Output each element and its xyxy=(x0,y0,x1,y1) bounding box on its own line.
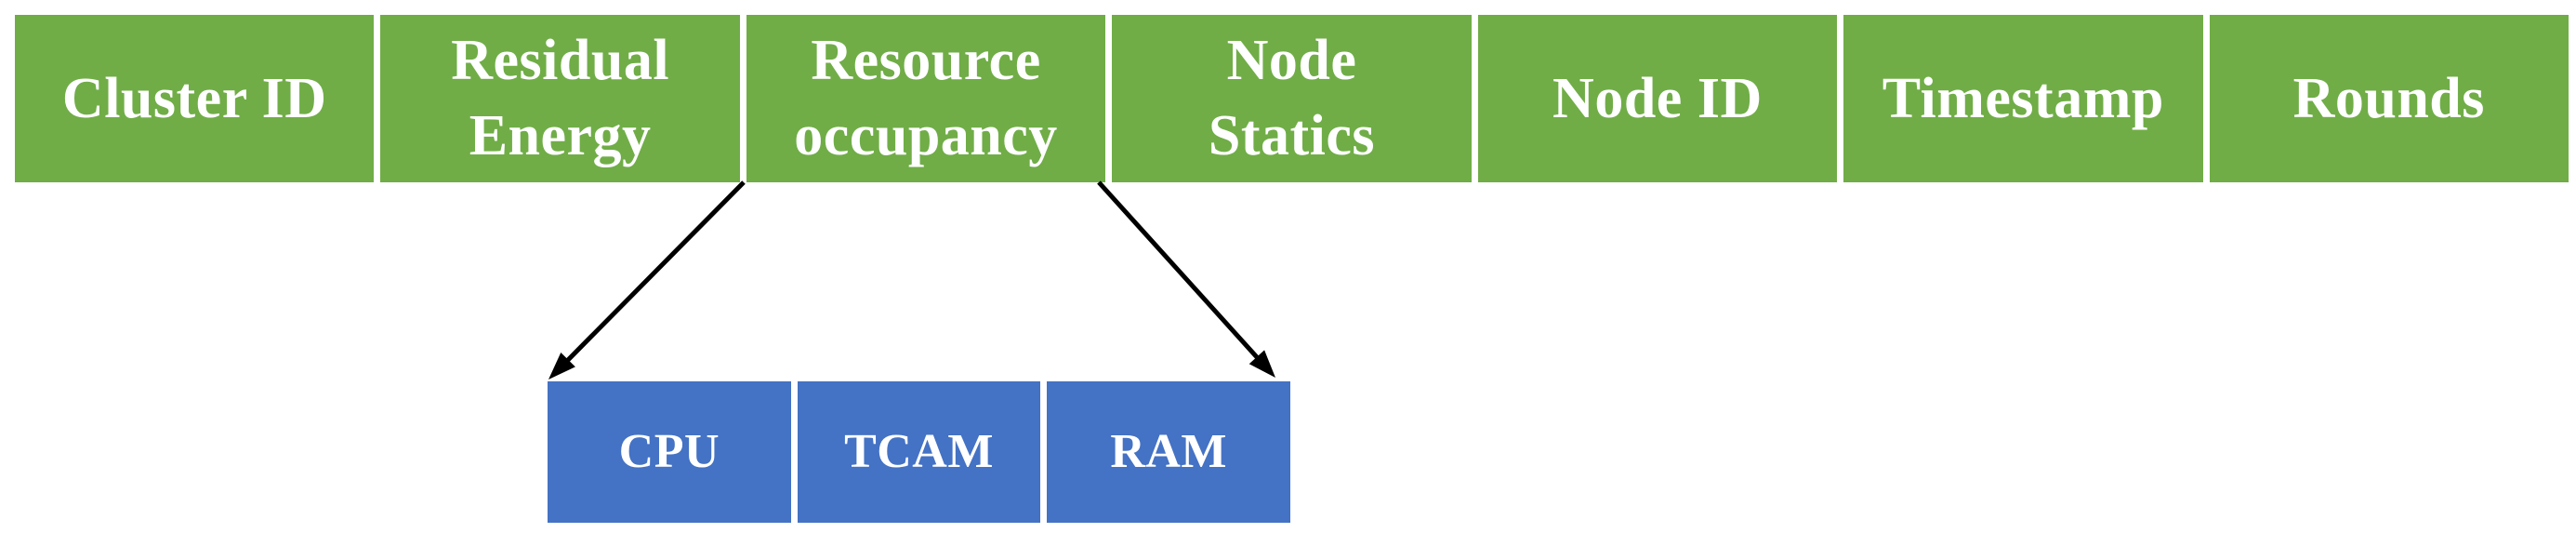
resource-subfields-row: CPU TCAM RAM xyxy=(548,381,1291,523)
field-residual-energy: Residual Energy xyxy=(380,15,740,182)
field-label-rounds: Rounds xyxy=(2292,66,2485,130)
field-resource-occupancy: Resource occupancy xyxy=(746,15,1106,182)
subfield-label-tcam: TCAM xyxy=(844,424,994,478)
subfield-cpu: CPU xyxy=(548,381,791,523)
field-node-id: Node ID xyxy=(1477,15,1838,182)
field-label-residual-energy: Residual Energy xyxy=(451,29,670,167)
field-label-cluster-id: Cluster ID xyxy=(61,66,327,130)
field-label-node-id: Node ID xyxy=(1552,66,1763,130)
field-cluster-id: Cluster ID xyxy=(15,15,375,182)
arrow-resource-to-cpu-icon xyxy=(548,180,746,380)
subfield-ram: RAM xyxy=(1047,381,1291,523)
subfield-label-ram: RAM xyxy=(1110,424,1228,478)
subfield-label-cpu: CPU xyxy=(618,424,720,478)
subfield-tcam: TCAM xyxy=(797,381,1041,523)
field-timestamp: Timestamp xyxy=(1843,15,2203,182)
field-label-resource-occupancy: Resource occupancy xyxy=(794,29,1058,167)
packet-fields-row: Cluster ID Residual Energy Resource occu… xyxy=(15,15,2569,182)
field-label-timestamp: Timestamp xyxy=(1882,66,2164,130)
field-label-node-statics: Node Statics xyxy=(1208,29,1376,167)
arrow-resource-to-ram-icon xyxy=(1097,180,1275,378)
field-rounds: Rounds xyxy=(2209,15,2569,182)
field-node-statics: Node Statics xyxy=(1112,15,1472,182)
